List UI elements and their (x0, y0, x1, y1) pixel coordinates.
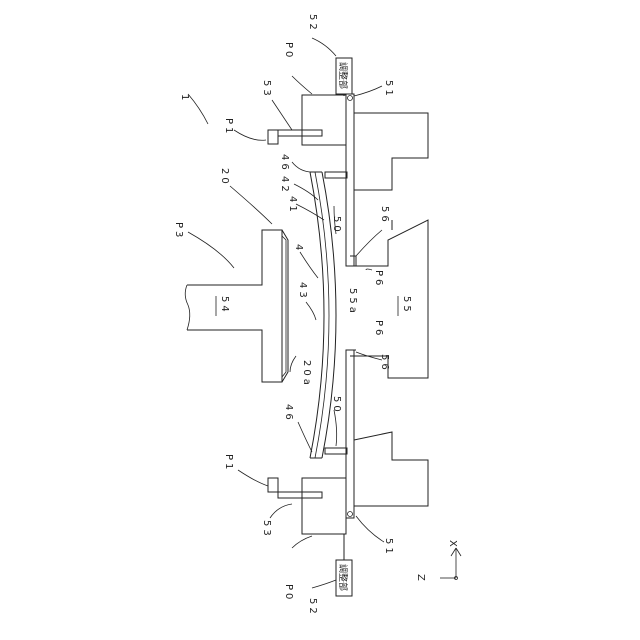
pin-50-top (325, 172, 347, 178)
label-53-bottom: 53 (261, 520, 272, 539)
label-base-55: 55 (401, 296, 412, 315)
label-46-bottom: 46 (283, 404, 294, 423)
label-assembly: 1 (179, 94, 190, 103)
label-p6-top: P6 (373, 270, 384, 288)
label-56-bottom: 56 (379, 354, 390, 373)
label-51-top: 51 (383, 80, 394, 99)
label-holder-54: 54 (219, 296, 230, 315)
label-p0-top: P0 (283, 42, 294, 60)
label-stage: 20 (219, 168, 230, 187)
base-upper-block (354, 113, 428, 190)
label-52-bottom: 52 (307, 598, 318, 617)
label-50-bottom: 50 (331, 396, 342, 415)
plate-51-top (346, 94, 354, 266)
pin-50-bottom (325, 448, 347, 454)
block-53-bottom (268, 478, 346, 534)
label-51-bottom: 51 (383, 538, 394, 557)
label-50-top: 50 (331, 216, 342, 235)
stage-20 (262, 230, 288, 382)
labels: 1 20 P3 54 20a P1 53 P0 52 51 46 42 41 5… (173, 14, 412, 617)
label-p6-bottom: P6 (373, 320, 384, 338)
block-53-top (268, 95, 346, 145)
label-46-top: 46 (279, 154, 290, 173)
label-56-top: 56 (379, 206, 390, 225)
label-43: 43 (297, 282, 308, 301)
axis-x-label: X (447, 540, 458, 550)
label-p1-top: P1 (223, 118, 234, 136)
label-53-top: 53 (261, 80, 272, 99)
axis-z-label: Z (415, 574, 426, 584)
adjuster-text-bottom: 調整部 (337, 564, 349, 591)
label-p1-bottom: P1 (223, 454, 234, 472)
label-42: 42 (279, 176, 290, 195)
adjuster-text-top: 調整部 (337, 62, 349, 89)
label-element-4: 4 (293, 244, 304, 253)
base-lower-block (354, 432, 428, 506)
label-p3: P3 (173, 222, 184, 240)
label-p0-bottom: P0 (283, 584, 294, 602)
label-55a: 55a (347, 288, 358, 316)
plate-51-bottom (346, 350, 354, 518)
label-stage-face: 20a (301, 360, 312, 388)
axis-indicator: X Z (415, 540, 461, 584)
label-41: 41 (287, 196, 298, 215)
label-52-top: 52 (307, 14, 318, 33)
holder-54-body (185, 230, 282, 382)
